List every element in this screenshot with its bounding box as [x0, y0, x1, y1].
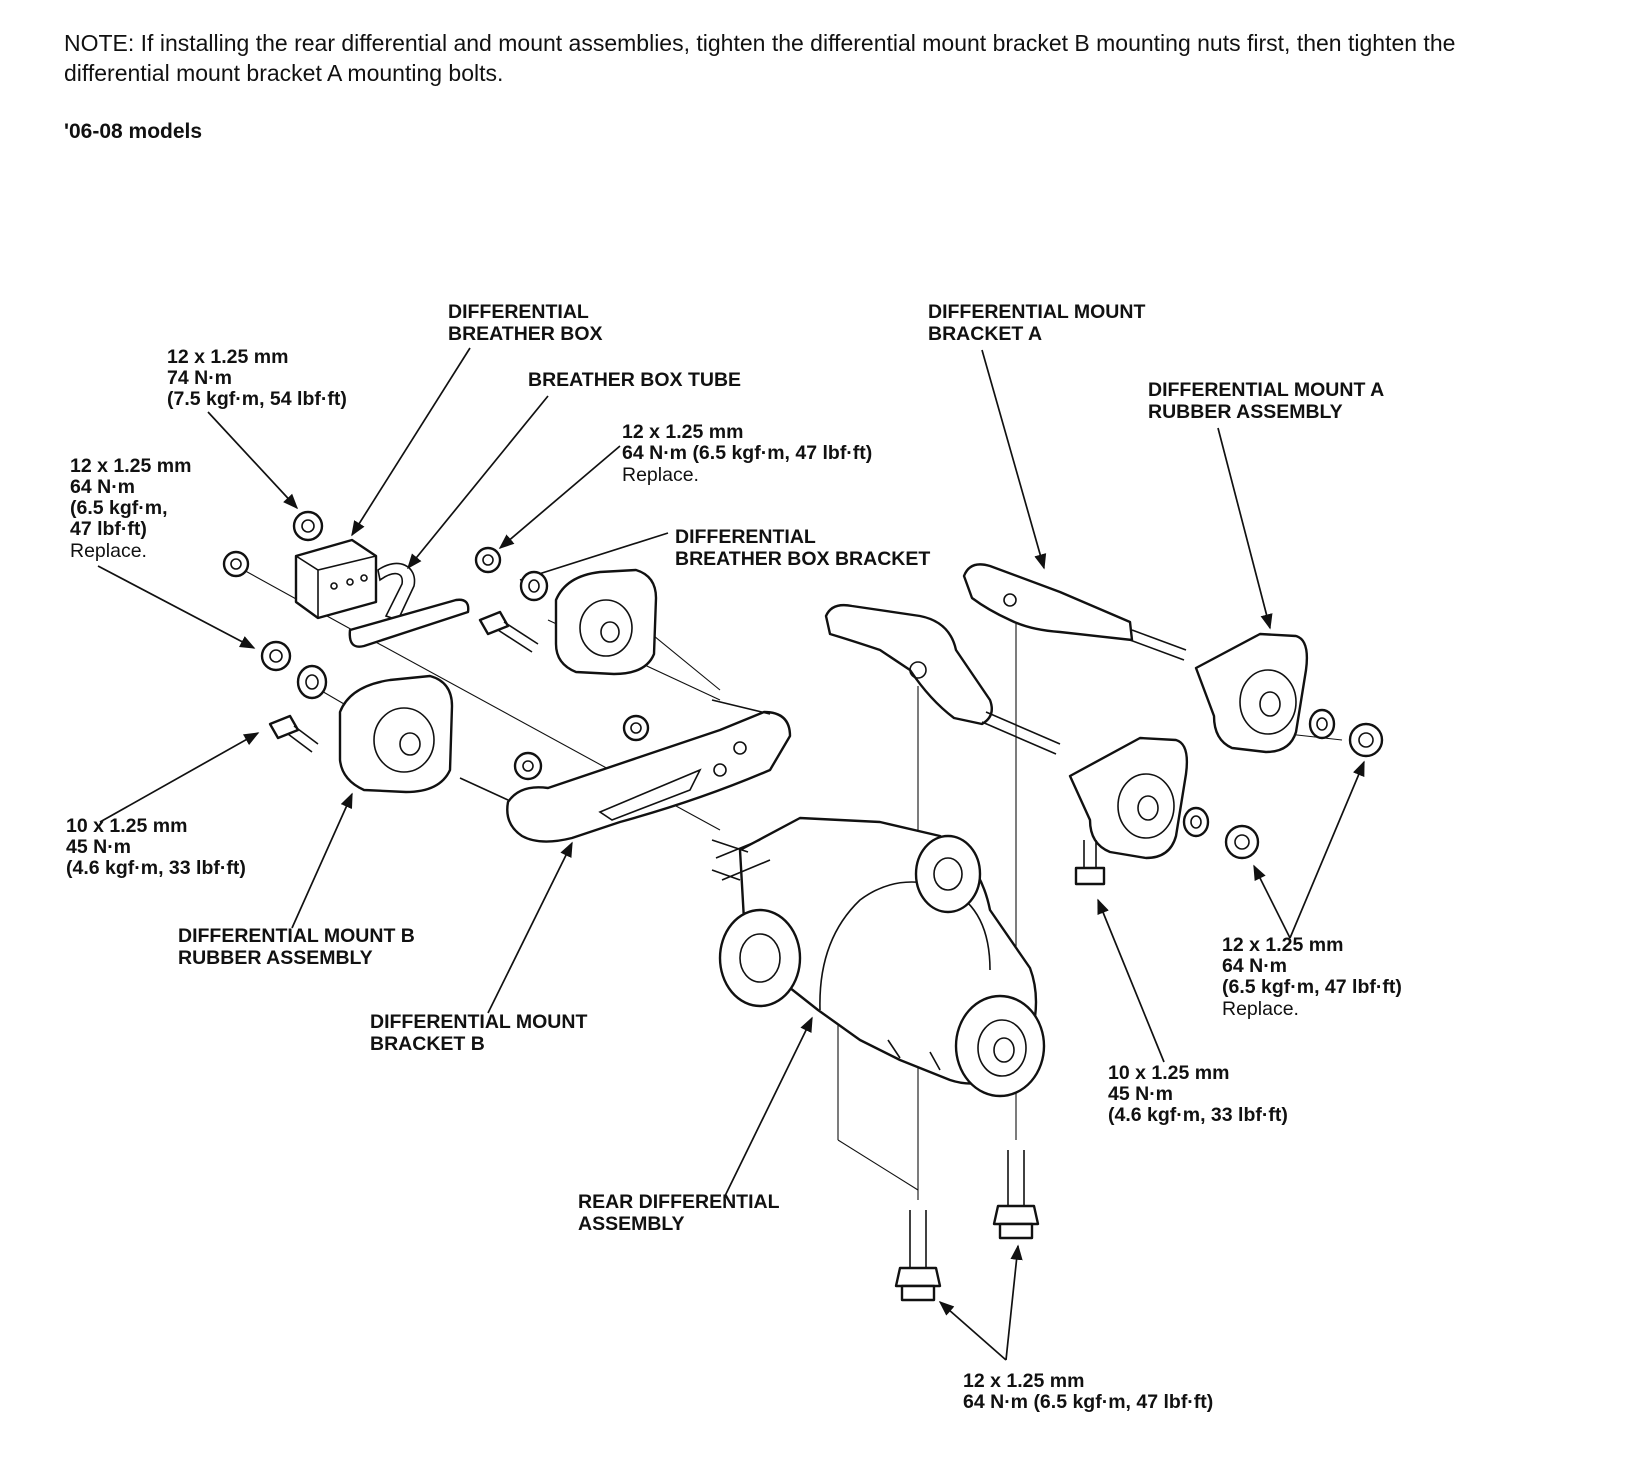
bolt-part: [894, 1210, 942, 1302]
washer-part: [296, 664, 328, 700]
mount-b-rubber-lower: [338, 674, 454, 794]
bolt-part: [992, 1150, 1040, 1240]
label-rear-diff-assembly: REAR DIFFERENTIAL ASSEMBLY: [578, 1191, 785, 1235]
breather-tube-part: [377, 562, 416, 621]
bolt-part: [1074, 840, 1106, 886]
spec-left-nut: 12 x 1.25 mm 64 N·m (6.5 kgf·m, 47 lbf·f…: [70, 455, 197, 562]
mount-a-rubber-front: [1068, 736, 1189, 860]
nut-part: [474, 546, 502, 574]
bolt-part: [478, 610, 539, 653]
label-mount-b-rubber: DIFFERENTIAL MOUNT B RUBBER ASSEMBLY: [178, 925, 420, 969]
nut-part: [292, 510, 324, 542]
nut-part: [1348, 722, 1384, 758]
spec-lower-bolts: 12 x 1.25 mm 64 N·m (6.5 kgf·m, 47 lbf·f…: [963, 1370, 1213, 1413]
nut-part: [260, 640, 292, 672]
label-breather-box-bracket: DIFFERENTIAL BREATHER BOX BRACKET: [675, 526, 930, 570]
spec-breather-nut: 12 x 1.25 mm 74 N·m (7.5 kgf·m, 54 lbf·f…: [167, 346, 347, 410]
label-mount-bracket-a: DIFFERENTIAL MOUNT BRACKET A: [928, 301, 1151, 345]
spec-right-bolt: 10 x 1.25 mm 45 N·m (4.6 kgf·m, 33 lbf·f…: [1108, 1062, 1288, 1126]
washer-part: [1308, 708, 1336, 740]
mount-bracket-a-front-part: [824, 603, 1061, 755]
nut-part: [222, 550, 250, 578]
label-breather-box-tube: BREATHER BOX TUBE: [528, 369, 741, 391]
spec-right-nuts: 12 x 1.25 mm 64 N·m (6.5 kgf·m, 47 lbf·f…: [1222, 934, 1407, 1020]
nut-part: [622, 714, 650, 742]
mount-a-rubber-rear: [1194, 632, 1309, 754]
washer-part: [1182, 806, 1210, 838]
label-breather-box: DIFFERENTIAL BREATHER BOX: [448, 301, 603, 345]
spec-left-bolt: 10 x 1.25 mm 45 N·m (4.6 kgf·m, 33 lbf·f…: [66, 815, 246, 879]
breather-bracket-part: [348, 598, 470, 648]
label-mount-a-rubber: DIFFERENTIAL MOUNT A RUBBER ASSEMBLY: [1148, 379, 1389, 423]
nut-part: [1224, 824, 1260, 860]
models-heading: '06-08 models: [64, 120, 203, 143]
breather-box-part: [294, 538, 378, 620]
label-mount-bracket-b: DIFFERENTIAL MOUNT BRACKET B: [370, 1011, 593, 1055]
installation-note: NOTE: If installing the rear differentia…: [64, 30, 1456, 86]
spec-center-nut: 12 x 1.25 mm 64 N·m (6.5 kgf·m, 47 lbf·f…: [622, 421, 878, 486]
mount-bracket-b-part: [459, 699, 792, 843]
mount-b-rubber-upper: [554, 568, 658, 676]
leader-lines: [97, 347, 1365, 1361]
rear-differential-part: [711, 816, 1046, 1098]
mount-bracket-a-part: [962, 563, 1187, 661]
bolt-part: [268, 714, 319, 753]
nut-part: [513, 751, 543, 781]
washer-part: [519, 570, 549, 602]
